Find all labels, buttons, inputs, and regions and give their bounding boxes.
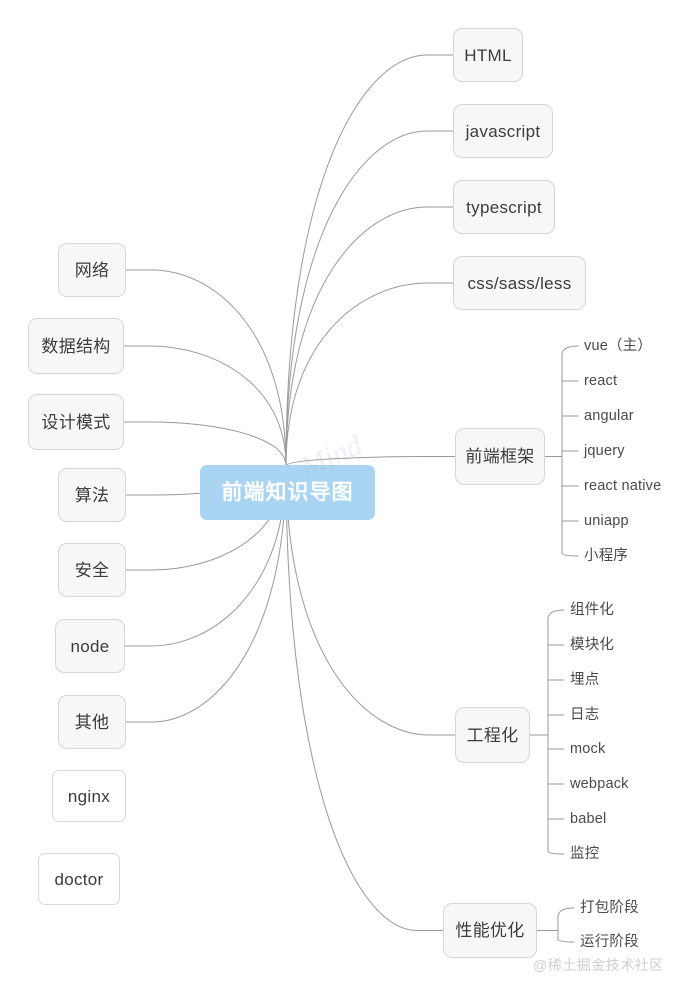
- branch-node-doctor[interactable]: doctor: [38, 853, 120, 905]
- branch-node-wangluo[interactable]: 网络: [58, 243, 126, 297]
- edge-root-to-html: [285, 54, 454, 467]
- branch-node-suanfa[interactable]: 算法: [58, 468, 126, 522]
- leaf-node-framework-5[interactable]: uniapp: [584, 513, 629, 529]
- corner-watermark: @稀土掘金技术社区: [533, 957, 664, 973]
- leaf-node-engineering-6[interactable]: babel: [570, 811, 607, 827]
- edge-root-to-shujujiegou: [123, 345, 287, 467]
- branch-node-qita[interactable]: 其他: [58, 695, 126, 749]
- edge-root-to-shejimoshi: [123, 421, 287, 467]
- edge-engineering-child-7: [547, 850, 565, 855]
- branch-node-nginx-label: nginx: [67, 786, 111, 806]
- branch-node-qita-label: 其他: [74, 712, 110, 732]
- branch-node-javascript[interactable]: javascript: [453, 104, 553, 158]
- leaf-node-performance-1[interactable]: 运行阶段: [580, 934, 639, 950]
- edge-root-to-performance: [285, 465, 444, 931]
- leaf-node-engineering-4[interactable]: mock: [570, 741, 606, 757]
- edge-root-to-javascript: [285, 130, 454, 467]
- leaf-node-framework-3[interactable]: jquery: [584, 443, 625, 459]
- leaf-node-framework-1[interactable]: react: [584, 373, 618, 389]
- leaf-node-framework-6[interactable]: 小程序: [584, 548, 629, 564]
- branch-node-anquan[interactable]: 安全: [58, 543, 126, 597]
- branch-node-css-label: css/sass/less: [467, 273, 572, 293]
- branch-node-typescript-label: typescript: [466, 197, 542, 217]
- leaf-node-framework-0[interactable]: vue（主）: [584, 338, 653, 354]
- branch-node-suanfa-label: 算法: [74, 485, 110, 505]
- branch-node-shujujiegou-label: 数据结构: [41, 336, 111, 356]
- root-node[interactable]: 前端知识导图: [200, 465, 375, 520]
- leaf-node-framework-2[interactable]: angular: [584, 408, 634, 424]
- branch-node-framework-label: 前端框架: [465, 447, 535, 466]
- branch-node-shejimoshi-label: 设计模式: [41, 412, 111, 432]
- leaf-node-engineering-1[interactable]: 模块化: [570, 637, 615, 653]
- branch-node-javascript-label: javascript: [465, 121, 541, 141]
- leaf-node-engineering-0[interactable]: 组件化: [570, 602, 615, 618]
- branch-node-typescript[interactable]: typescript: [453, 180, 555, 234]
- root-node-label: 前端知识导图: [221, 481, 354, 504]
- leaf-node-engineering-2[interactable]: 埋点: [570, 672, 600, 688]
- branch-node-performance-label: 性能优化: [455, 921, 525, 940]
- branch-node-doctor-label: doctor: [54, 869, 104, 889]
- branch-node-css[interactable]: css/sass/less: [453, 256, 586, 310]
- branch-node-framework[interactable]: 前端框架: [455, 428, 545, 485]
- edge-performance-child-0: [557, 907, 575, 918]
- edge-root-to-wangluo: [125, 269, 287, 467]
- branch-node-shejimoshi[interactable]: 设计模式: [28, 394, 124, 450]
- leaf-node-engineering-7[interactable]: 监控: [570, 846, 600, 862]
- branch-node-node-label: node: [70, 636, 110, 656]
- edge-framework-child-6: [561, 552, 579, 557]
- edge-framework-child-0: [561, 345, 579, 356]
- branch-node-anquan-label: 安全: [74, 560, 110, 580]
- leaf-node-performance-0[interactable]: 打包阶段: [580, 900, 639, 916]
- branch-node-node[interactable]: node: [55, 619, 125, 673]
- branch-node-engineering[interactable]: 工程化: [455, 707, 530, 763]
- edge-performance-child-1: [557, 938, 575, 943]
- edge-root-to-typescript: [285, 206, 454, 467]
- branch-node-performance[interactable]: 性能优化: [443, 903, 537, 958]
- branch-node-wangluo-label: 网络: [74, 260, 110, 280]
- branch-node-engineering-label: 工程化: [466, 725, 519, 745]
- leaf-node-engineering-3[interactable]: 日志: [570, 707, 600, 723]
- leaf-node-engineering-5[interactable]: webpack: [570, 776, 629, 792]
- branch-node-html-label: HTML: [464, 45, 512, 65]
- leaf-node-framework-4[interactable]: react native: [584, 478, 662, 494]
- branch-node-html[interactable]: HTML: [453, 28, 523, 82]
- branch-node-nginx[interactable]: nginx: [52, 770, 126, 822]
- branch-node-shujujiegou[interactable]: 数据结构: [28, 318, 124, 374]
- edge-engineering-child-0: [547, 609, 565, 620]
- edge-root-to-css: [285, 282, 454, 467]
